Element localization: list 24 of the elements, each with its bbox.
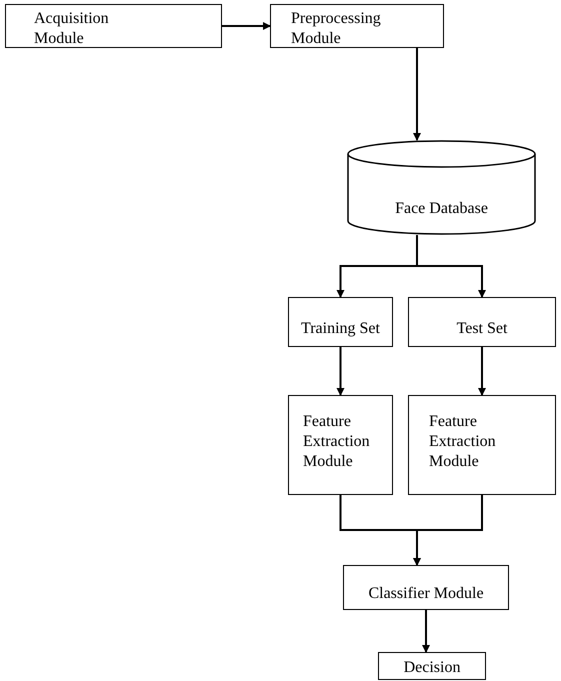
- database-cylinder: [347, 140, 536, 235]
- node-label: Preprocessing Module: [291, 9, 382, 49]
- node-label: Face Database: [395, 198, 488, 218]
- process-box: [288, 297, 393, 347]
- process-box: [408, 297, 556, 347]
- node-label: Training Set: [301, 319, 380, 339]
- process-box: [408, 395, 556, 495]
- arrow: [222, 22, 271, 30]
- node-label: Decision: [404, 658, 460, 678]
- process-box: [343, 565, 509, 610]
- process-box: [288, 395, 393, 495]
- arrow: [336, 347, 344, 396]
- node-label: Feature Extraction Module: [303, 412, 371, 472]
- node-label: Test Set: [456, 319, 508, 339]
- arrow: [422, 610, 430, 653]
- process-box: [378, 652, 486, 680]
- process-box: [270, 4, 444, 48]
- node-label: Acquisition Module: [34, 9, 110, 49]
- process-box: [5, 4, 222, 48]
- node-label: Feature Extraction Module: [429, 412, 497, 472]
- arrow: [413, 48, 421, 141]
- node-label: Classifier Module: [368, 584, 484, 604]
- arrow: [413, 495, 483, 566]
- arrow: [478, 347, 486, 396]
